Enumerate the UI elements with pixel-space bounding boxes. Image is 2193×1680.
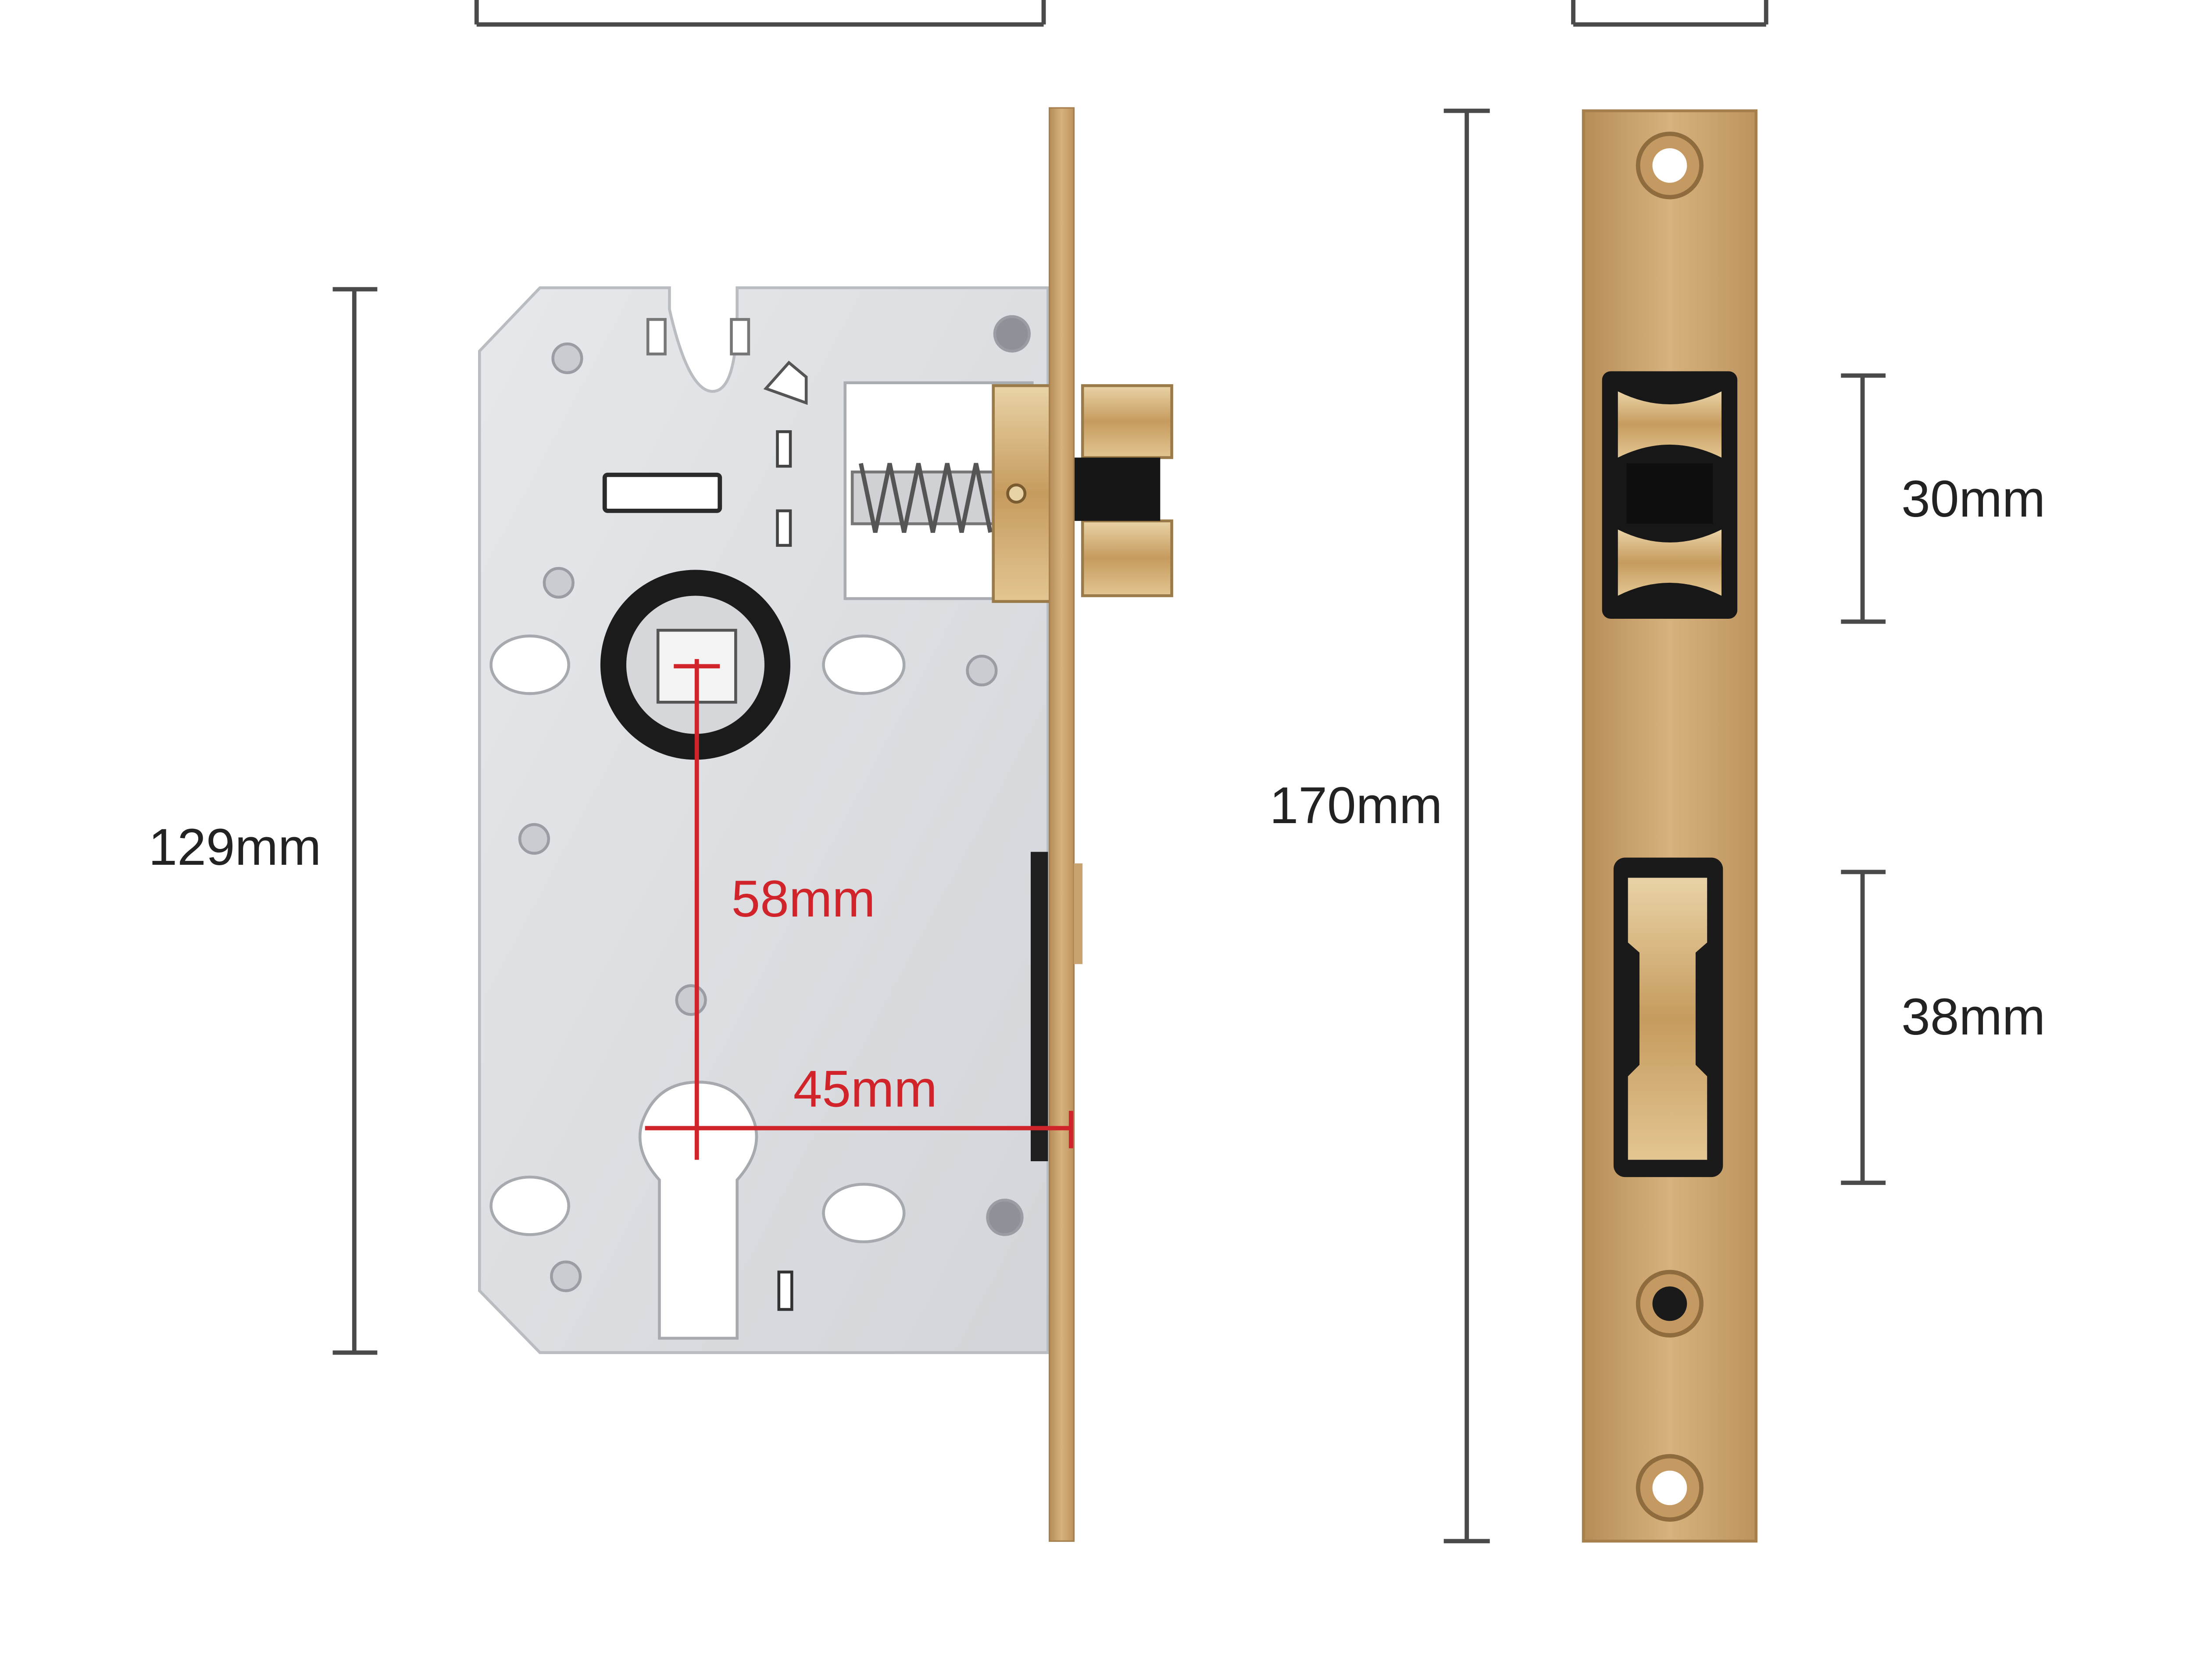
oval-hole — [822, 635, 906, 695]
oval-hole — [822, 1183, 906, 1244]
top-dimension-marks — [474, 0, 1768, 27]
slot — [602, 472, 722, 513]
faceplate — [1582, 109, 1758, 1543]
oval-hole — [489, 635, 570, 695]
slot — [730, 318, 750, 356]
dimension-line-latch — [1841, 373, 1886, 624]
dimension-line-body-height — [332, 287, 378, 1355]
label-latch-opening: 30mm — [1901, 470, 2045, 528]
screw-hole — [1636, 132, 1704, 200]
slot — [776, 430, 792, 468]
oval-hole — [489, 1175, 570, 1236]
label-backset-horizontal: 45mm — [793, 1060, 937, 1118]
label-faceplate-height: 170mm — [1270, 777, 1443, 835]
label-deadbolt-opening: 38mm — [1901, 988, 2045, 1046]
latch-bolt — [992, 384, 1173, 603]
label-body-height: 129mm — [149, 818, 321, 876]
screw-hole — [1636, 1454, 1704, 1522]
lock-body — [478, 286, 1050, 1354]
screw-hole — [1636, 1270, 1704, 1338]
slot — [646, 318, 667, 356]
deadbolt-opening — [1613, 857, 1723, 1177]
body-faceplate — [1049, 107, 1075, 1542]
slot — [763, 360, 808, 405]
case-side-strip — [1030, 852, 1048, 1162]
spring — [850, 463, 998, 533]
slot — [777, 1270, 793, 1311]
slot — [776, 509, 792, 547]
rivets — [518, 315, 1031, 1292]
latch-opening — [1602, 371, 1738, 619]
backset-lines — [645, 659, 1073, 1160]
label-backset-vertical: 58mm — [731, 870, 875, 928]
dimension-line-faceplate-height — [1443, 108, 1490, 1544]
dimension-line-deadbolt — [1841, 870, 1886, 1185]
